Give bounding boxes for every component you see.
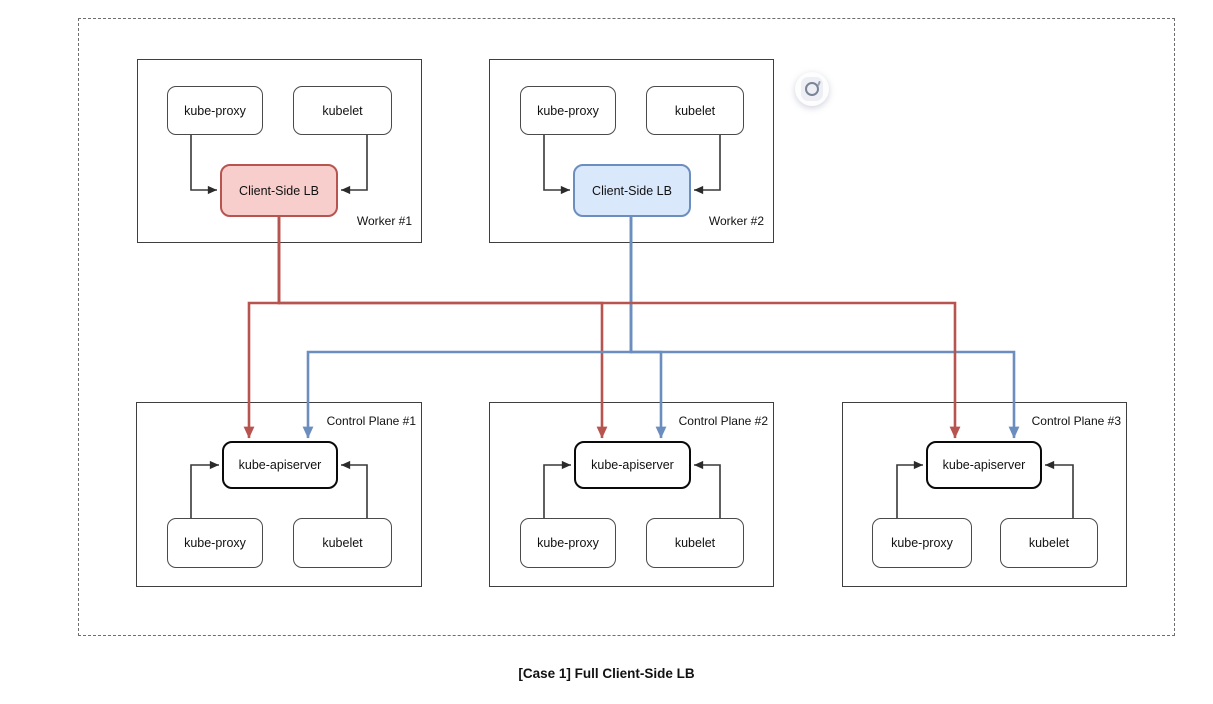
cp-3-kube-proxy-node: kube-proxy [872,518,972,568]
cp-3-kube-proxy-label: kube-proxy [891,536,953,550]
worker-1-client-side-lb-node: Client-Side LB [220,164,338,217]
worker-2-kube-proxy-label: kube-proxy [537,103,599,118]
control-plane-3-label: Control Plane #3 [1031,414,1121,428]
worker-1-label: Worker #1 [356,214,412,228]
cp-3-kube-apiserver-node: kube-apiserver [926,441,1042,489]
worker-1-kubelet-label: kubelet [322,103,363,118]
control-plane-2-label: Control Plane #2 [678,414,768,428]
worker-1-kube-proxy-label: kube-proxy [184,103,246,118]
control-plane-1-label: Control Plane #1 [326,414,416,428]
cp-1-kube-apiserver-label: kube-apiserver [238,458,322,472]
cp-3-kube-apiserver-label: kube-apiserver [942,458,1026,472]
worker-2-label: Worker #2 [708,214,764,228]
worker-2-kube-proxy-node: kube-proxy [520,86,616,135]
diagram-caption: [Case 1] Full Client-Side LB [518,666,695,681]
camera-lens-ring [805,82,819,96]
cp-2-kubelet-label: kubelet [674,536,716,550]
camera-icon [801,77,823,101]
cp-1-kube-proxy-label: kube-proxy [184,536,246,550]
camera-widget-button[interactable] [795,72,829,106]
worker-2-kubelet-node: kubelet [646,86,744,135]
worker-2-kubelet-label: kubelet [674,103,716,118]
worker-1-kube-proxy-node: kube-proxy [167,86,263,135]
worker-2-client-side-lb-label: Client-Side LB [592,183,672,198]
worker-1-kubelet-node: kubelet [293,86,392,135]
cp-2-kubelet-node: kubelet [646,518,744,568]
worker-1-client-side-lb-label: Client-Side LB [239,183,319,198]
worker-2-client-side-lb-node: Client-Side LB [573,164,691,217]
diagram-boundary [78,18,1175,636]
cp-3-kubelet-node: kubelet [1000,518,1098,568]
cp-1-kube-proxy-node: kube-proxy [167,518,263,568]
cp-1-kube-apiserver-node: kube-apiserver [222,441,338,489]
cp-2-kube-proxy-node: kube-proxy [520,518,616,568]
cp-3-kubelet-label: kubelet [1028,536,1070,550]
camera-flash-tick [816,80,821,87]
cp-2-kube-apiserver-node: kube-apiserver [574,441,691,489]
cp-2-kube-apiserver-label: kube-apiserver [591,458,674,472]
cp-1-kubelet-label: kubelet [322,536,363,550]
cp-1-kubelet-node: kubelet [293,518,392,568]
cp-2-kube-proxy-label: kube-proxy [537,536,599,550]
